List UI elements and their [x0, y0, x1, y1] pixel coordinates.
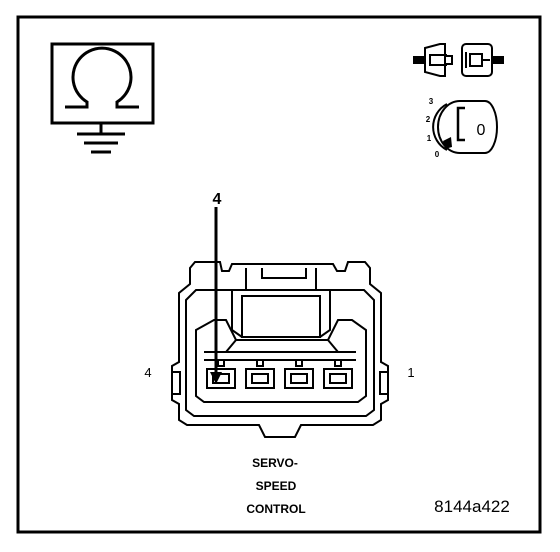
ignition-position-0: 0 [435, 150, 440, 159]
ignition-key-label: 0 [477, 122, 486, 139]
left-pin-label: 4 [144, 365, 151, 380]
ignition-position-3: 3 [429, 97, 434, 106]
ohmmeter-ground-icon [50, 42, 155, 154]
disconnected-connector-icon [413, 43, 504, 77]
ignition-position-2: 2 [426, 115, 431, 124]
ignition-switch-off-icon: 3 2 1 0 0 [426, 97, 498, 159]
pin-callout-label: 4 [213, 191, 222, 208]
connector-name-line-2: SPEED [256, 479, 297, 493]
cavity-3 [245, 360, 275, 389]
cavity-1 [323, 360, 353, 389]
cavity-2 [284, 360, 314, 389]
ignition-position-1: 1 [427, 134, 432, 143]
connector-name-line-1: SERVO- [252, 456, 298, 470]
connector-name-line-3: CONTROL [246, 502, 305, 516]
pin-4-callout-arrow [210, 207, 222, 384]
connector-face [171, 261, 389, 438]
figure-id: 8144a422 [434, 497, 510, 516]
right-pin-label: 1 [407, 365, 414, 380]
